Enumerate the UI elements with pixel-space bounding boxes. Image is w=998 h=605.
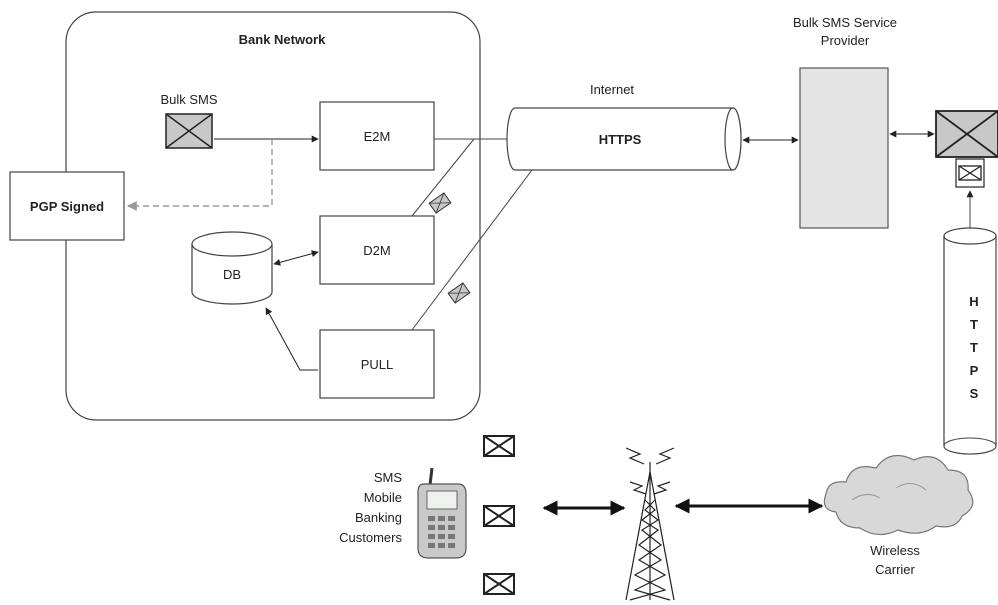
db-d2m-arrow bbox=[273, 250, 319, 266]
https-letter: T bbox=[970, 340, 978, 355]
small-envelope-icon bbox=[955, 158, 985, 188]
customers-label-line: Customers bbox=[339, 530, 402, 545]
bulk-sms-envelope-icon bbox=[165, 113, 213, 149]
small-envelope-icon bbox=[447, 282, 471, 304]
https-letter: P bbox=[970, 363, 979, 378]
carrier-label-line1: Wireless bbox=[870, 543, 920, 558]
e2m-label: E2M bbox=[364, 129, 391, 144]
pgp-signed-label: PGP Signed bbox=[30, 199, 104, 214]
customers-label-line: Mobile bbox=[364, 490, 402, 505]
db-cylinder bbox=[191, 231, 273, 305]
provider-title-line1: Bulk SMS Service bbox=[793, 15, 897, 30]
https-letter: T bbox=[970, 317, 978, 332]
message-envelope-icon bbox=[483, 573, 515, 595]
wireless-carrier-cloud-icon bbox=[823, 454, 974, 536]
https-letter: S bbox=[970, 386, 979, 401]
https-letter: H bbox=[969, 294, 978, 309]
bulk-sms-provider-box bbox=[799, 67, 889, 229]
d2m-internet-line bbox=[411, 138, 475, 217]
pull-internet-line bbox=[411, 169, 533, 331]
pgp-dashed-arrow bbox=[127, 139, 273, 211]
internet-pipe bbox=[506, 107, 742, 171]
internet-title: Internet bbox=[590, 82, 634, 97]
pull-box bbox=[319, 329, 435, 399]
small-envelope-icon bbox=[428, 192, 452, 214]
mobile-phone-icon bbox=[417, 467, 467, 559]
customers-label-line: Banking bbox=[355, 510, 402, 525]
pgp-signed-box bbox=[9, 171, 125, 241]
provider-title-line2: Provider bbox=[821, 33, 870, 48]
gateway-envelope-icon bbox=[935, 110, 998, 158]
customers-label-line: SMS bbox=[374, 470, 403, 485]
d2m-box bbox=[319, 215, 435, 285]
pull-label: PULL bbox=[361, 357, 394, 372]
https-vertical-pipe bbox=[943, 227, 997, 455]
carrier-label-line2: Carrier bbox=[875, 562, 915, 577]
message-envelope-icon bbox=[483, 435, 515, 457]
pull-to-db-arrow bbox=[265, 307, 318, 371]
bulk-sms-label: Bulk SMS bbox=[160, 92, 217, 107]
db-label: DB bbox=[223, 267, 241, 282]
internet-https-label: HTTPS bbox=[599, 132, 642, 147]
cell-tower-icon bbox=[625, 447, 675, 601]
e2m-box bbox=[319, 101, 435, 171]
d2m-label: D2M bbox=[363, 243, 390, 258]
bank-network-title: Bank Network bbox=[239, 32, 326, 47]
message-envelope-icon bbox=[483, 505, 515, 527]
